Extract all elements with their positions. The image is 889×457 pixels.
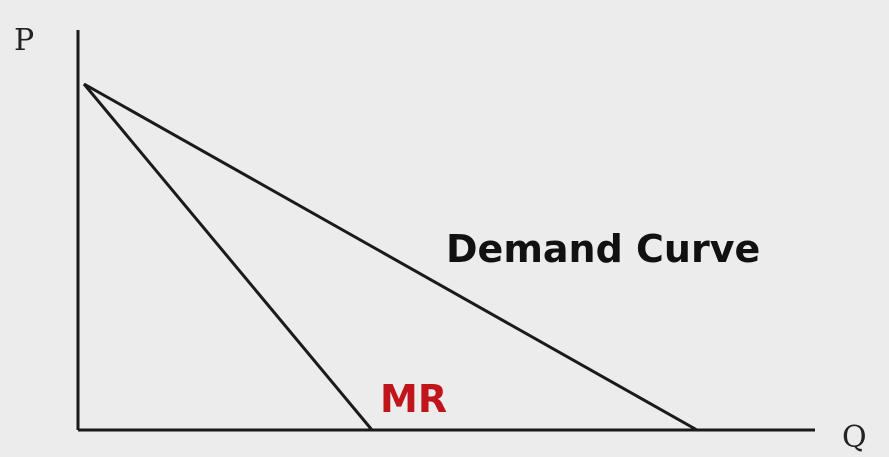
- x-axis-label: Q: [842, 420, 867, 455]
- y-axis-label: P: [14, 23, 34, 58]
- mr-curve-label: MR: [380, 377, 447, 421]
- demand-curve: [83, 82, 698, 432]
- mr-curve: [82, 83, 374, 431]
- demand-curve-label: Demand Curve: [446, 227, 760, 271]
